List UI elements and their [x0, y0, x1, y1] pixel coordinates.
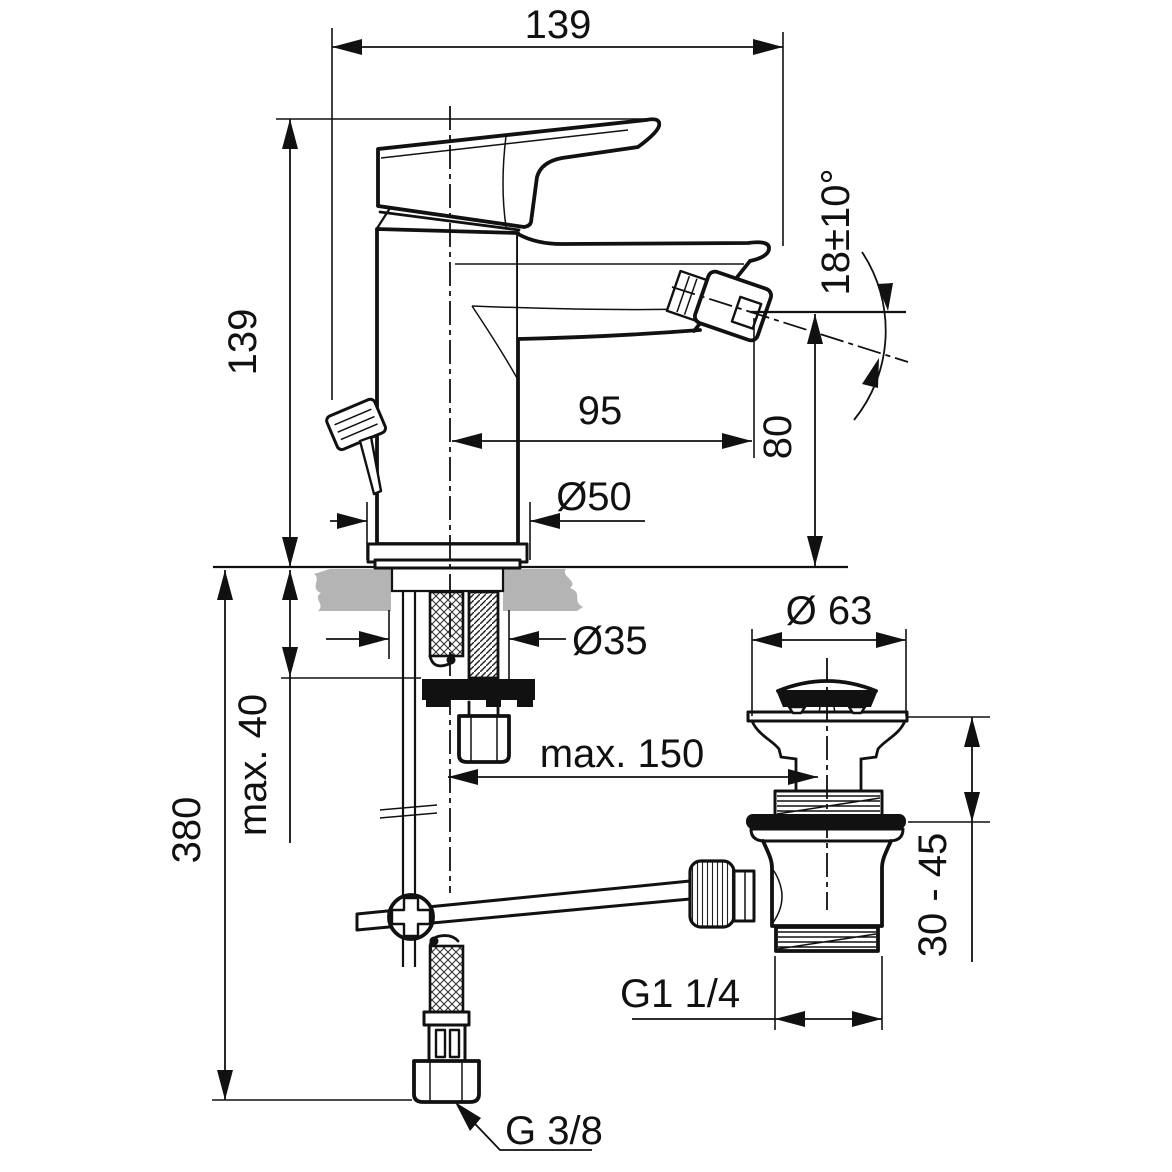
dim-base-diameter: Ø50 [330, 475, 645, 560]
aerator-axis-centerline [671, 286, 909, 363]
threaded-stud [467, 590, 500, 680]
counter-hole-edges [390, 568, 505, 593]
body-collar-flare [375, 207, 391, 231]
mixer-faucet [325, 117, 773, 570]
mounting-nut [457, 714, 511, 764]
body-top-joint [378, 210, 521, 232]
dim-cap-diameter: Ø 63 [751, 589, 907, 716]
funnel-right-profile [859, 719, 907, 793]
dim-label-max-offset: max. 150 [540, 732, 705, 776]
counter-slab-right [503, 569, 583, 611]
dim-label-base-diameter: Ø50 [556, 475, 632, 519]
cage-window-right [448, 1028, 461, 1059]
braided-hose-lower [428, 944, 465, 1014]
funnel-left-profile [750, 719, 798, 793]
dim-label-spout-height: 80 [756, 415, 800, 460]
under-counter-fittings [422, 590, 535, 764]
dim-height: 139 [221, 118, 655, 567]
waste-body-inner-arc [771, 867, 783, 925]
dim-label-shank-diameter: Ø35 [572, 619, 648, 663]
washer-foot-left [426, 700, 450, 707]
faucet-body [375, 227, 520, 546]
plug-foot-right [847, 705, 867, 715]
washer-foot-mid [486, 700, 501, 707]
spout-underside [516, 328, 702, 341]
washer-foot-right [517, 700, 533, 707]
waste-gasket [746, 814, 906, 829]
upper-thread-lines [776, 795, 881, 815]
supply-hex-nut [412, 1059, 481, 1104]
handle-neck-line [502, 135, 507, 228]
spout-top-edge [516, 232, 771, 263]
dim-depth-range: 30 - 45 [908, 716, 990, 962]
rod-break-mark-1 [379, 804, 438, 811]
dim-label-reach: 95 [578, 389, 623, 433]
dim-shank-diameter: Ø35 [326, 610, 648, 682]
hose-end-dot [446, 655, 456, 665]
braided-hose-upper [428, 590, 465, 658]
dim-overall-height: 380 [165, 570, 412, 1101]
centerlines [449, 106, 909, 910]
dim-angle: 18±10° [814, 169, 893, 421]
dim-supply-thread: G 3/8 [455, 1102, 603, 1153]
dim-top-width: 139 [331, 3, 784, 400]
dim-label-waste-thread: G1 1/4 [620, 972, 740, 1016]
plug-stem-line2 [833, 706, 836, 714]
side-knob-line1 [334, 408, 372, 426]
supply-hose [412, 934, 481, 1104]
counter-section [213, 565, 848, 611]
plug-foot-left [787, 705, 807, 715]
body-fillet-line [471, 305, 518, 379]
dim-label-overall-height: 380 [165, 797, 209, 864]
pop-up-linkage [355, 590, 692, 967]
dim-label-angle: 18±10° [814, 169, 858, 296]
dim-label-cap-diameter: Ø 63 [786, 589, 873, 633]
side-knob-line3 [340, 423, 378, 441]
hose-lower-dot [429, 936, 439, 946]
rod-coupling-knurled [688, 859, 736, 929]
dim-label-supply-thread: G 3/8 [505, 1109, 603, 1153]
base-gasket [373, 558, 522, 570]
hose-lower-curl [429, 934, 460, 953]
dim-label-max-deck: max. 40 [231, 694, 275, 836]
side-knob-line2 [337, 415, 375, 433]
plug-stem-line1 [818, 706, 821, 714]
dim-max-deck: max. 40 [231, 570, 421, 843]
aerator-rear-line2 [683, 278, 698, 315]
mounting-washer [422, 679, 535, 700]
waste-assembly [688, 679, 909, 953]
rod-break-mark-2 [379, 812, 438, 819]
dim-spout-height: 80 [756, 314, 823, 566]
aerator-rear-line1 [676, 275, 691, 313]
dim-waste-thread: G1 1/4 [620, 956, 883, 1030]
handle-lever [376, 117, 662, 229]
arrow-left [332, 39, 362, 55]
dim-reach: 95 [452, 318, 755, 458]
lower-thread-lines [777, 931, 877, 950]
side-knob-stem [358, 435, 383, 496]
aerator [665, 269, 773, 343]
arrow-right [753, 39, 783, 55]
hose-collar [422, 1010, 471, 1027]
dim-label-depth-range: 30 - 45 [911, 833, 955, 958]
linkage-screw-cross [390, 896, 432, 938]
counter-slab-left [314, 569, 391, 611]
cage-window-left [434, 1028, 447, 1059]
dim-label-height: 139 [221, 309, 265, 376]
rod-coupling-collar [732, 869, 756, 923]
dim-label-top-width: 139 [525, 3, 592, 47]
dim-max-offset: max. 150 [448, 732, 818, 785]
